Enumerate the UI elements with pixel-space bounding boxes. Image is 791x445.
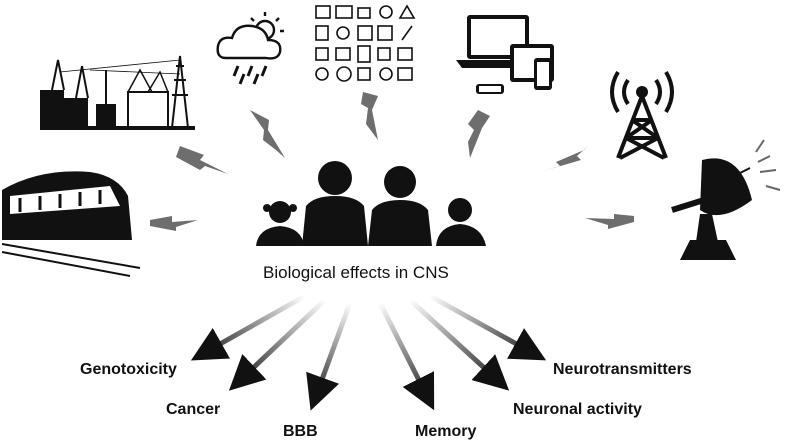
- bolt-icon: [468, 110, 490, 158]
- radio-tower-icon: [610, 70, 674, 160]
- arrow-bbb: [306, 302, 353, 411]
- effect-bbb: BBB: [283, 423, 318, 440]
- power-substation-icon: [40, 55, 195, 130]
- effect-genotoxicity: Genotoxicity: [80, 361, 177, 378]
- arrow-genotoxicity: [190, 293, 307, 361]
- bolt-icon: [176, 146, 228, 174]
- bolt-icon: [361, 92, 378, 140]
- effect-cancer: Cancer: [166, 401, 221, 418]
- arrow-neurotransmitters: [428, 293, 547, 361]
- lightning-bolts: [150, 92, 634, 231]
- arrow-neuronal-activity: [408, 298, 510, 391]
- bolt-icon: [540, 146, 588, 172]
- satellite-dish-icon: [671, 139, 781, 260]
- family-silhouette-icon: [256, 161, 486, 246]
- arrow-memory: [377, 301, 435, 411]
- effect-neurotransmitters: Neurotransmitters: [553, 361, 692, 378]
- train-icon: [1, 171, 141, 277]
- effect-neuronal-activity: Neuronal activity: [513, 401, 642, 418]
- effect-memory: Memory: [415, 423, 477, 440]
- central-label: Biological effects in CNS: [263, 263, 449, 282]
- laptop-tablet-phone-icon: [456, 15, 554, 94]
- bolt-icon: [585, 214, 634, 229]
- storm-cloud-icon: [216, 12, 284, 85]
- arrow-cancer: [228, 298, 327, 391]
- bolt-icon: [150, 216, 198, 231]
- bolt-icon: [250, 110, 285, 158]
- household-appliances-icon: [315, 4, 416, 82]
- effect-arrows: [190, 293, 547, 411]
